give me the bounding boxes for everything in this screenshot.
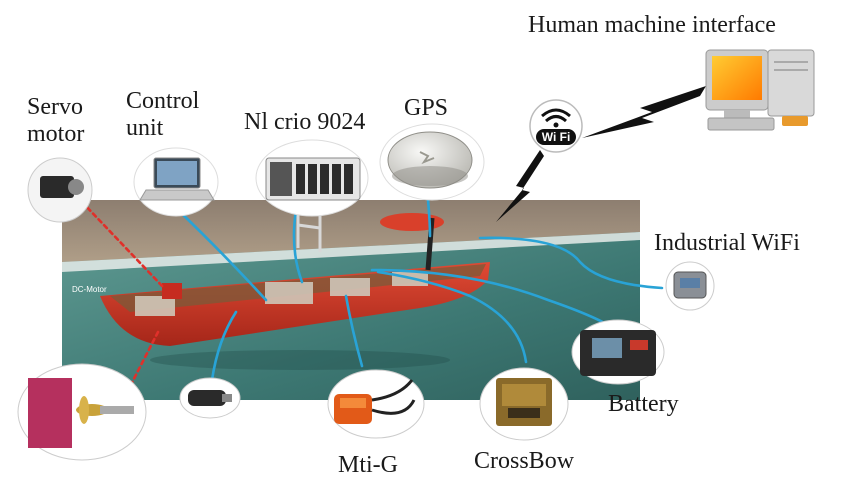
ni-crio-photo <box>255 139 369 217</box>
dashed-link-servo <box>80 200 166 290</box>
dc-motor-photo <box>179 377 241 419</box>
battery-photo <box>571 319 665 385</box>
label-ni-crio: Nl crio 9024 <box>244 109 366 135</box>
rudder-photo <box>17 363 147 461</box>
mti-g-photo <box>327 369 425 439</box>
lightning-icon-lower <box>496 150 544 222</box>
connector-gps <box>426 198 432 238</box>
label-industrial-wifi: Industrial WiFi <box>654 230 800 256</box>
servo-motor-photo <box>27 157 93 223</box>
label-hmi: Human machine interface <box>528 12 776 38</box>
connector-crio <box>292 208 304 284</box>
label-servo-motor: Servo motor <box>27 94 84 148</box>
label-control-unit: Control unit <box>126 88 199 142</box>
connector-control-unit <box>176 208 268 302</box>
industrial-wifi-photo <box>665 261 715 311</box>
label-crossbow: CrossBow <box>474 448 575 474</box>
laptop-icon <box>133 147 219 217</box>
gps-photo <box>379 123 485 201</box>
label-gps: GPS <box>404 95 449 121</box>
boat-tag: DC-Motor <box>72 285 107 294</box>
label-servo-motor-text: Servo motor <box>27 94 85 147</box>
connector-motor <box>210 310 238 382</box>
connector-crossbow <box>376 270 528 364</box>
connector-battery <box>370 268 618 332</box>
label-control-unit-text: Control unit <box>126 88 200 141</box>
connector-mtig <box>344 294 364 368</box>
label-mti-g: Mti-G <box>338 452 398 478</box>
computer-icon <box>705 49 815 131</box>
lightning-icon <box>582 86 706 138</box>
label-battery: Battery <box>608 391 679 417</box>
connector-wifi <box>478 236 664 290</box>
wifi-badge-text: Wi Fi <box>542 130 571 144</box>
wifi-icon: Wi Fi <box>529 99 583 153</box>
boat-photo: DC-Motor <box>62 200 640 400</box>
crossbow-photo <box>479 367 569 441</box>
